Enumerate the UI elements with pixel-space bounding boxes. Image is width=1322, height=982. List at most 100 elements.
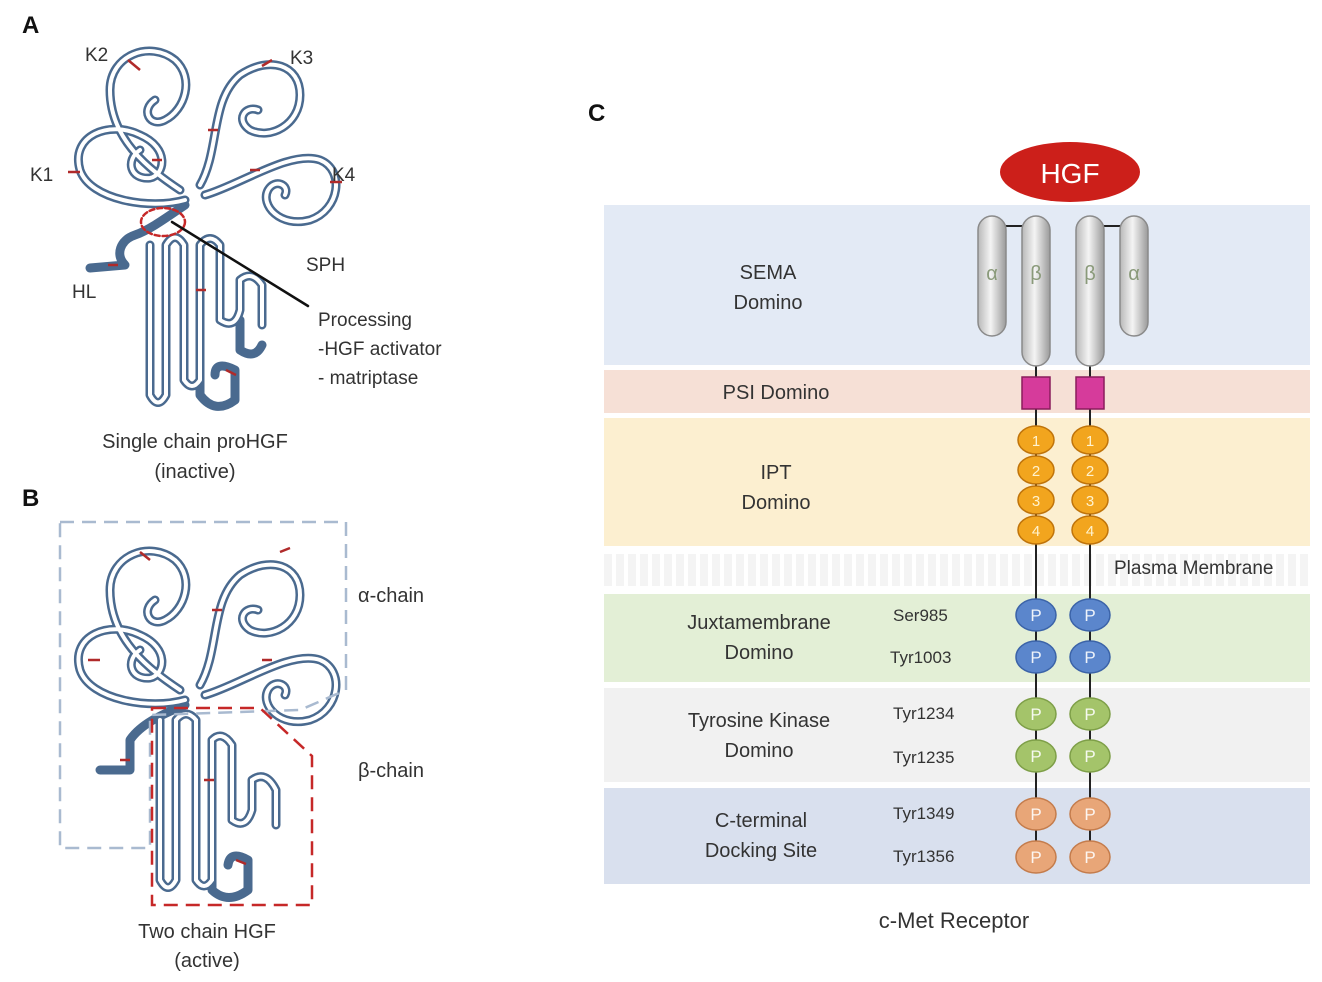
p-label-10: P: [1084, 805, 1095, 824]
site-tyr1003: Tyr1003: [890, 648, 952, 667]
sema-alpha-left: [977, 215, 1007, 337]
kringle-k4-label: K4: [332, 165, 356, 186]
ipt-bead-right-2: [1071, 455, 1109, 485]
p-ser985-left: [1015, 598, 1057, 632]
ipt-label-line-1: IPT: [760, 462, 792, 484]
ipt-num-right-3: 3: [1086, 493, 1094, 510]
psi-band: [604, 370, 1310, 413]
alpha-chain-boundary: [58, 520, 348, 850]
alpha-left-label: α: [986, 263, 998, 285]
panel-b-caption-line-1: Two chain HGF: [138, 921, 276, 943]
ipt-band: [604, 418, 1310, 546]
prohgf-structure: [73, 46, 341, 411]
psi-domain-label: PSI Domino: [722, 382, 830, 404]
p-label-3: P: [1030, 648, 1041, 667]
beta-right-label: β: [1084, 263, 1096, 285]
site-tyr1234: Tyr1234: [893, 704, 955, 723]
p-label-2: P: [1084, 606, 1095, 625]
p-label-1: P: [1030, 606, 1041, 625]
processing-annotation: Processing -HGF activator - matriptase: [318, 306, 442, 393]
site-ser985: Ser985: [893, 606, 948, 625]
p-label-6: P: [1084, 705, 1095, 724]
ipt-num-left-1: 1: [1032, 433, 1040, 450]
site-tyr1235: Tyr1235: [893, 748, 955, 767]
p-label-4: P: [1084, 648, 1095, 667]
ipt-num-left-2: 2: [1032, 463, 1040, 480]
psi-box-left: [1021, 376, 1051, 410]
sema-domain-label: SEMA Domino: [668, 258, 868, 318]
sema-beta-left: [1021, 215, 1051, 367]
alpha-right-label: α: [1128, 263, 1140, 285]
p-tyr1235-right: [1069, 739, 1111, 773]
p-tyr1003-right: [1069, 640, 1111, 674]
panel-a-caption-line-2: (inactive): [154, 461, 236, 483]
plasma-membrane-label: Plasma Membrane: [1114, 558, 1274, 579]
p-label-12: P: [1084, 848, 1095, 867]
ipt-bead-left-3: [1017, 485, 1055, 515]
panel-c-letter: C: [588, 100, 606, 127]
ipt-bead-right-3: [1071, 485, 1109, 515]
p-label-5: P: [1030, 705, 1041, 724]
sema-label-line-1: SEMA: [739, 262, 797, 284]
p-tyr1234-right: [1069, 697, 1111, 731]
hl-label: HL: [72, 282, 97, 303]
panel-a-caption-line-1: Single chain proHGF: [102, 431, 288, 453]
p-tyr1349-left: [1015, 797, 1057, 831]
ipt-num-left-4: 4: [1032, 523, 1040, 540]
hgf-ligand: [1000, 142, 1140, 202]
juxtamembrane-band: [604, 594, 1310, 682]
beta-left-label: β: [1030, 263, 1042, 285]
site-tyr1356: Tyr1356: [893, 847, 955, 866]
panel-b-letter: B: [22, 485, 40, 512]
beta-chain-boundary: [150, 706, 314, 907]
processing-line-1: Processing: [318, 310, 412, 331]
c-terminal-domain-label: C-terminal Docking Site: [651, 806, 871, 866]
jm-label-line-1: Juxtamembrane: [687, 612, 831, 634]
ipt-label-line-2: Domino: [741, 492, 811, 514]
p-tyr1356-left: [1015, 840, 1057, 874]
site-tyr1349: Tyr1349: [893, 804, 955, 823]
ipt-bead-left-4: [1017, 515, 1055, 545]
p-tyr1234-left: [1015, 697, 1057, 731]
jm-label-line-2: Domino: [724, 642, 794, 664]
c-terminal-band: [604, 788, 1310, 884]
beta-chain-label: β-chain: [358, 760, 424, 782]
panel-b-caption: Two chain HGF (active): [72, 918, 342, 976]
disulfide-bonds-a: [68, 58, 342, 377]
ipt-num-left-3: 3: [1032, 493, 1040, 510]
hgf-ligand-label: HGF: [1040, 158, 1099, 189]
tk-label-line-1: Tyrosine Kinase: [687, 710, 831, 732]
ipt-num-right-2: 2: [1086, 463, 1094, 480]
ipt-bead-right-4: [1071, 515, 1109, 545]
kringle-k3-label: K3: [290, 48, 314, 69]
ipt-domain-label: IPT Domino: [676, 458, 876, 518]
kringle-k1-label: K1: [30, 165, 54, 186]
c-met-receptor-caption: c-Met Receptor: [878, 908, 1030, 933]
plasma-membrane-band: [604, 554, 1310, 586]
tyrosine-kinase-domain-label: Tyrosine Kinase Domino: [649, 706, 869, 766]
p-tyr1356-right: [1069, 840, 1111, 874]
p-label-8: P: [1084, 747, 1095, 766]
ipt-bead-right-1: [1071, 425, 1109, 455]
processing-line-2: -HGF activator: [318, 339, 442, 360]
p-label-9: P: [1030, 805, 1041, 824]
ct-label-line-1: C-terminal: [714, 810, 808, 832]
ipt-num-right-4: 4: [1086, 523, 1094, 540]
juxtamembrane-domain-label: Juxtamembrane Domino: [659, 608, 859, 668]
ct-label-line-2: Docking Site: [704, 840, 818, 862]
alpha-chain-label: α-chain: [358, 585, 425, 607]
sph-label: SPH: [306, 255, 346, 276]
sema-label-line-2: Domino: [733, 292, 803, 314]
disulfide-bonds-b: [88, 546, 291, 866]
ipt-bead-left-2: [1017, 455, 1055, 485]
tyrosine-kinase-band: [604, 688, 1310, 782]
sema-beta-right: [1075, 215, 1105, 367]
p-label-11: P: [1030, 848, 1041, 867]
hgf-structure-diagrams: [58, 46, 348, 907]
c-met-receptor-graphic: HGF α β β α 1 2 3 4 1 2 3 4: [977, 142, 1149, 874]
ipt-num-right-1: 1: [1086, 433, 1094, 450]
sema-alpha-right: [1119, 215, 1149, 337]
p-label-7: P: [1030, 747, 1041, 766]
tk-label-line-2: Domino: [724, 740, 794, 762]
panel-a-caption: Single chain proHGF (inactive): [60, 427, 330, 487]
